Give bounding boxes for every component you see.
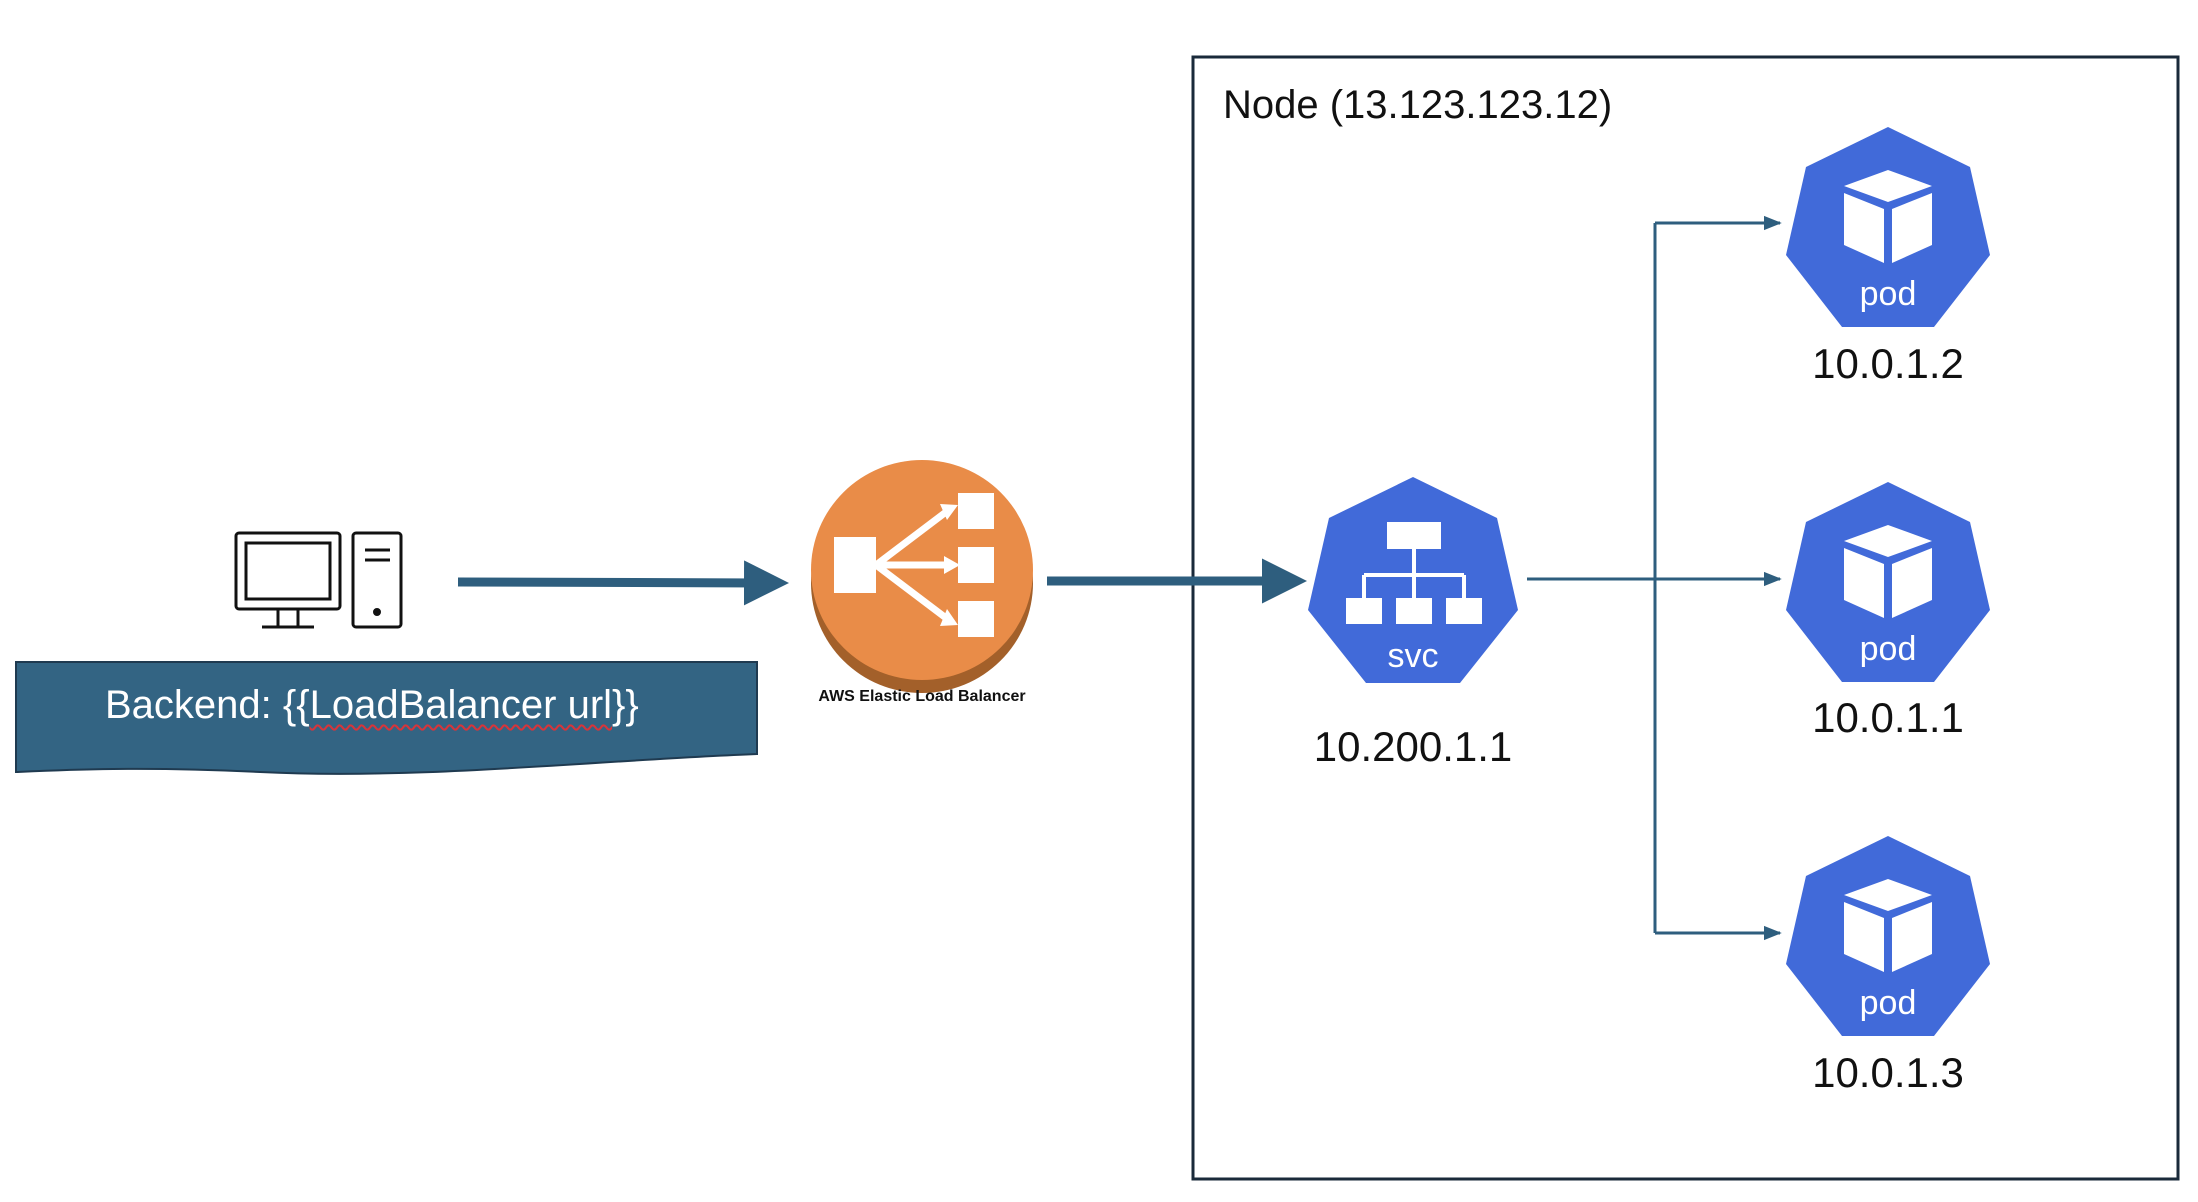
- backend-prefix: Backend: {{: [105, 683, 310, 727]
- pod-icon-label: pod: [1860, 275, 1917, 313]
- svc-icon-label: svc: [1388, 637, 1439, 675]
- pod-ip: 10.0.1.1: [1812, 694, 1964, 741]
- loadbalancer-url-placeholder: LoadBalancer url: [309, 683, 613, 727]
- pod-ip: 10.0.1.3: [1812, 1049, 1964, 1096]
- aws-elb-icon: [811, 460, 1033, 693]
- k8s-pod-icon: pod: [1786, 836, 1990, 1036]
- k8s-pod-icon: pod: [1786, 127, 1990, 327]
- svc-ip: 10.200.1.1: [1313, 723, 1513, 770]
- elb-label: AWS Elastic Load Balancer: [818, 688, 1026, 705]
- pod-icon-label: pod: [1860, 984, 1917, 1022]
- pod-ip: 10.0.1.2: [1812, 340, 1964, 387]
- k8s-service-icon: svc: [1308, 477, 1518, 683]
- arrow-client-to-elb: [457, 560, 789, 606]
- backend-banner: [15, 661, 758, 775]
- k8s-pod-icon: pod: [1786, 482, 1990, 682]
- node-title: Node (13.123.123.12): [1223, 83, 1613, 127]
- svc-to-pods-connectors: [1527, 215, 1782, 941]
- pod-icon-label: pod: [1860, 630, 1917, 668]
- backend-label: Backend: {{LoadBalancer url}}: [105, 683, 639, 728]
- desktop-computer-icon: [234, 531, 403, 629]
- node-boundary: [1191, 55, 2180, 1181]
- backend-suffix: }}: [612, 683, 639, 727]
